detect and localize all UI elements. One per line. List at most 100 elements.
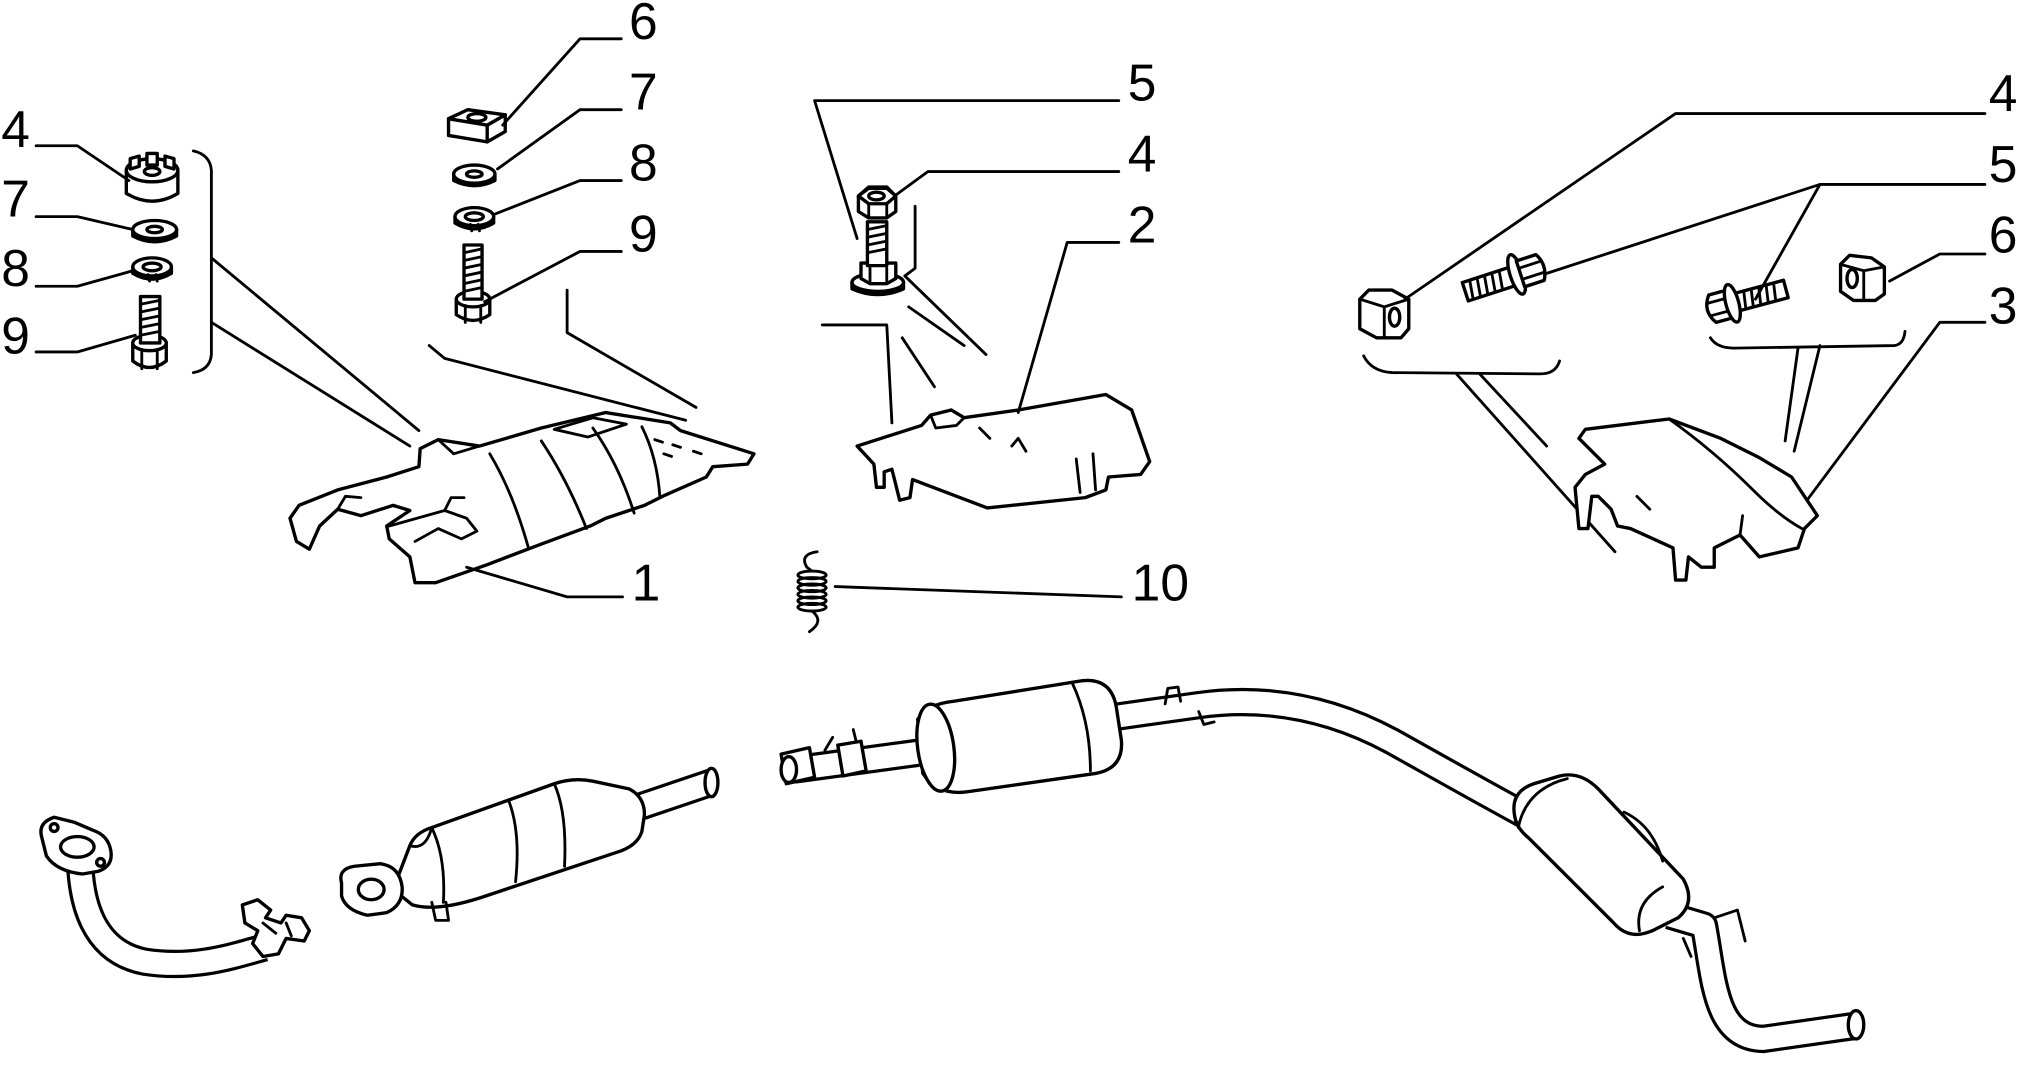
rear-heat-shield	[1573, 417, 1820, 582]
leader-line	[833, 585, 1123, 599]
callout-label: 6	[1989, 206, 2018, 264]
muffler-body	[916, 678, 1124, 795]
spring-icon: 10	[796, 550, 1189, 634]
hex-nut-icon	[856, 185, 898, 220]
leader-line	[483, 250, 623, 304]
leader-line	[496, 108, 623, 171]
pipe-clamp	[240, 898, 312, 959]
group-bracket	[1362, 354, 1561, 376]
shield-outline	[288, 410, 756, 585]
bolt-threads	[1742, 281, 1778, 311]
flanged-bolt-icon	[850, 220, 906, 297]
group-leader-lines	[427, 288, 698, 422]
pipe-end	[779, 755, 799, 785]
group-bracket	[191, 149, 213, 375]
front-exhaust-pipe	[39, 815, 312, 979]
center-shield-details	[929, 413, 1097, 494]
flanged-bolt-icon	[1705, 278, 1790, 325]
leader-line	[1805, 320, 1987, 502]
callout-label: 4	[1989, 64, 2018, 122]
callout-label: 1	[632, 554, 661, 612]
rear-shield-details	[1635, 417, 1804, 537]
flange-bolt-hole	[94, 856, 107, 868]
bracket-leader-lines	[209, 256, 421, 448]
nut-facets	[867, 202, 889, 220]
leader-line	[34, 215, 135, 231]
flange-port	[58, 834, 96, 859]
bracket-leader-lines	[820, 305, 966, 425]
square-nut-icon	[1838, 253, 1887, 303]
leader-line	[34, 333, 137, 354]
leader-line	[1888, 252, 1987, 283]
left-fastener-group: 4 7 8 9	[1, 100, 421, 448]
split-washer-hole	[141, 261, 163, 273]
leader-line	[501, 37, 623, 127]
rear-muffler	[1512, 773, 1866, 1054]
group-bracket	[903, 204, 988, 356]
nut-hole	[142, 165, 162, 178]
split-washer-icon	[131, 256, 174, 283]
nut-edges	[1839, 262, 1886, 302]
bracket-leader-lines	[1455, 344, 1822, 554]
muffler-end	[1516, 777, 1569, 829]
tail-pipe-fill	[1666, 904, 1855, 1050]
split-washer-gap	[469, 222, 481, 233]
clamp-bolt	[823, 728, 858, 752]
leader-line	[465, 565, 624, 599]
leader-line	[34, 144, 131, 182]
flat-washer-icon	[452, 163, 497, 188]
washer-hole	[464, 169, 484, 180]
shield-tab	[436, 416, 628, 456]
square-nut-icon	[1358, 288, 1411, 340]
split-washer-hole	[463, 211, 486, 223]
muffler-body	[1512, 773, 1691, 937]
front-heat-shield: 1	[288, 410, 756, 612]
callout-label: 4	[1, 100, 30, 158]
nut-crenels	[128, 151, 176, 171]
callout-label: 7	[629, 63, 658, 121]
split-washer-icon	[453, 205, 496, 233]
outlet-pipe-fill	[1114, 691, 1539, 830]
split-washer-gap	[146, 273, 159, 283]
leader-line	[813, 99, 1121, 240]
washer-hole	[145, 224, 165, 235]
bolt-threads	[139, 299, 162, 337]
callout-label: 8	[629, 134, 658, 192]
muffler-seam	[1070, 681, 1092, 773]
hex-bolt-icon	[454, 243, 492, 324]
nut-hole	[1845, 267, 1859, 290]
bolt-threads	[866, 224, 889, 255]
tail-pipe-end	[1846, 1008, 1866, 1041]
leader-line	[893, 170, 1121, 198]
converter-body	[391, 778, 647, 909]
castle-nut-icon	[124, 151, 180, 203]
pipe-fill	[68, 853, 268, 975]
pipe-hanger	[1681, 908, 1747, 958]
catalytic-converter	[339, 766, 720, 922]
bolt-threads	[1468, 269, 1505, 301]
shield-holes	[653, 438, 703, 458]
pipe-clamp	[836, 739, 868, 778]
pipe-hanger	[1163, 685, 1216, 726]
callout-label: 5	[1989, 135, 2018, 193]
bolt-head-facets	[1518, 260, 1545, 281]
nut-edges	[1358, 297, 1411, 340]
inlet-port	[356, 877, 386, 902]
flanged-bolt-icon	[1460, 252, 1547, 303]
nut-hole	[1387, 306, 1402, 328]
group-bracket	[1708, 329, 1907, 350]
right-fastener-group: 4 5 6 3	[1358, 64, 2018, 582]
callout-label: 3	[1989, 277, 2018, 335]
outlet-pipe-end	[703, 766, 720, 799]
shield-ridges	[488, 425, 662, 550]
callout-label: 9	[1, 306, 30, 364]
square-nut-icon	[446, 107, 507, 144]
spring-top-hook	[803, 550, 819, 573]
muffler-seam	[1622, 810, 1665, 933]
flat-washer-icon	[131, 218, 179, 244]
nut-hole	[466, 111, 488, 123]
spring-bottom-hook	[808, 609, 820, 634]
callout-label: 10	[1132, 554, 1189, 612]
bolt-threads	[462, 247, 484, 293]
